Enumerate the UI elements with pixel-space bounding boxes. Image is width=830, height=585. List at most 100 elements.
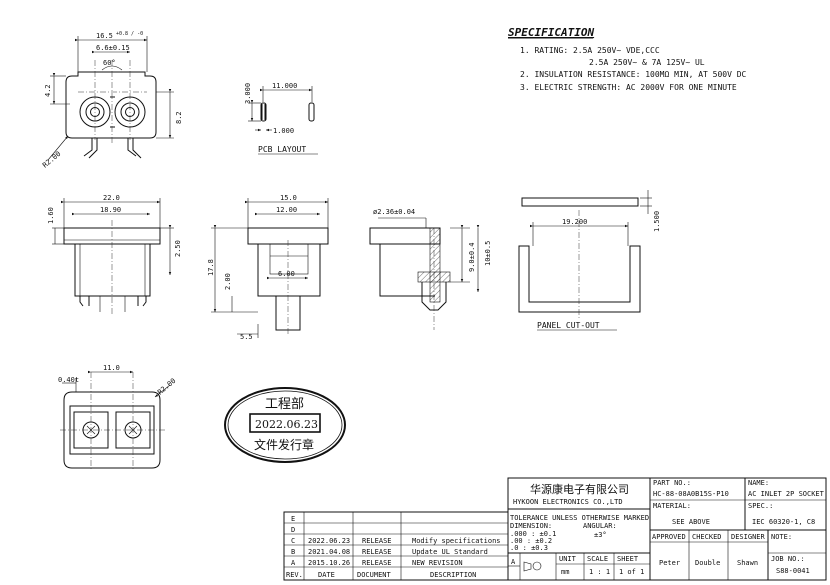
panel-dim-1-5: 1.500 [653, 211, 661, 232]
panel-cutout-label: PANEL CUT-OUT [537, 321, 600, 330]
rev-cell: E [291, 515, 295, 523]
name-value: AC INLET 2P SOCKET [748, 490, 825, 498]
side-view: 15.0 12.00 6.00 17.8 2.00 5.5 [207, 194, 329, 341]
top-view: 16.5 +0.8 / -0 6.6±0.15 60° 4.2 8.2 R2.0… [41, 31, 183, 170]
section-dim-dia: ø2.36±0.04 [373, 208, 415, 216]
tolerance-2dec: .00 : ±0.2 [510, 537, 552, 545]
projection-circle-icon [532, 561, 542, 571]
material-value: SEE ABOVE [672, 518, 710, 526]
date-cell: 2022.06.23 [308, 537, 350, 545]
dim-16-5-tol: +0.8 / -0 [116, 31, 143, 37]
side-dim-2: 2.00 [224, 273, 232, 290]
rev-header-description: DESCRIPTION [430, 571, 476, 579]
dim-4-2: 4.2 [44, 84, 52, 97]
approved-value: Peter [659, 559, 680, 567]
job-no-value: S88-0041 [776, 567, 810, 575]
stamp-label: 文件发行章 [254, 437, 314, 452]
panel-cutout-view: 19.200 1.500 PANEL CUT-OUT [518, 190, 661, 331]
dim-6-6: 6.6±0.15 [96, 44, 130, 52]
side-dim-5-5: 5.5 [240, 333, 253, 341]
part-no-value: HC-88-08A0B15S-P10 [653, 490, 729, 498]
company-name-en: HYKOON ELECTRONICS CO.,LTD [513, 498, 623, 506]
scale-label: SCALE [587, 555, 608, 563]
bottom-view: 11.0 0.40t R2.00 [58, 364, 177, 470]
date-cell: 2015.10.26 [308, 559, 350, 567]
job-no-label: JOB NO.: [771, 555, 805, 563]
bottom-dim-11: 11.0 [103, 364, 120, 372]
sheet-value: 1 of 1 [619, 568, 644, 576]
side-dim-15: 15.0 [280, 194, 297, 202]
stamp-date: 2022.06.23 [255, 418, 318, 431]
dim-8-2: 8.2 [175, 111, 183, 124]
spec-title: SPECIFICATION [508, 26, 594, 39]
description-cell: Update UL Standard [412, 548, 488, 556]
document-cell: RELEASE [362, 537, 392, 545]
release-stamp: 工程部 2022.06.23 文件发行章 [224, 387, 346, 463]
tolerance-heading: TOLERANCE UNLESS OTHERWISE MARKED [510, 514, 649, 522]
checked-value: Double [695, 559, 720, 567]
section-dim-10: 10±0.5 [484, 241, 492, 266]
side-dim-12: 12.00 [276, 206, 297, 214]
rev-cell: B [291, 548, 295, 556]
side-dim-17-8: 17.8 [207, 259, 215, 276]
section-dim-9: 9.0±0.4 [468, 242, 476, 272]
approved-label: APPROVED [652, 533, 686, 541]
rev-cell: A [291, 559, 296, 567]
description-cell: Modify specifications [412, 537, 501, 545]
pcb-dim-1: 1.000 [273, 127, 294, 135]
tolerance-1dec: .0 : ±0.3 [510, 544, 548, 552]
rev-cell: C [291, 537, 295, 545]
projection-symbol-a: A [511, 558, 516, 566]
specification-block: SPECIFICATION 1. RATING: 2.5A 250V~ VDE,… [508, 26, 747, 92]
document-cell: RELEASE [362, 559, 392, 567]
spec-value: IEC 60320-1, C8 [752, 518, 815, 526]
side-dim-6: 6.00 [278, 270, 295, 278]
pcb-dim-11: 11.000 [272, 82, 297, 90]
rev-header-date: DATE [318, 571, 335, 579]
designer-label: DESIGNER [731, 533, 766, 541]
bottom-dim-0-4: 0.40t [58, 376, 79, 384]
spec-line-3: 3. ELECTRIC STRENGTH: AC 2000V FOR ONE M… [520, 83, 737, 92]
tolerance-angular-label: ANGULAR: [583, 522, 617, 530]
unit-label: UNIT [559, 555, 577, 563]
spec-line-1b: 2.5A 250V~ & 7A 125V~ UL [589, 58, 705, 67]
stamp-dept: 工程部 [265, 397, 304, 412]
front-dim-18-9: 18.90 [100, 206, 121, 214]
rev-header-rev: REV. [286, 571, 303, 579]
rev-cell: D [291, 526, 295, 534]
dim-60deg: 60° [103, 59, 116, 67]
radius-r2-top: R2.00 [41, 150, 62, 170]
section-view: ø2.36±0.04 9.0±0.4 10±0.5 [369, 208, 492, 330]
date-cell: 2021.04.08 [308, 548, 350, 556]
dim-16-5: 16.5 [96, 32, 113, 40]
pcb-layout-view: 11.000 3.000 1.000 PCB LAYOUT [244, 82, 318, 155]
designer-value: Shawn [737, 559, 758, 567]
document-cell: RELEASE [362, 548, 392, 556]
material-label: MATERIAL: [653, 502, 691, 510]
front-dim-1-6: 1.60 [47, 207, 55, 224]
radius-r2-bottom: R2.00 [156, 377, 177, 397]
pcb-dim-3: 3.000 [244, 83, 252, 104]
unit-value: mm [561, 568, 569, 576]
part-no-label: PART NO.: [653, 479, 691, 487]
tolerance-angle: ±3° [594, 531, 607, 539]
company-name-cn: 华源康电子有限公司 [530, 482, 629, 496]
title-block: 华源康电子有限公司 HYKOON ELECTRONICS CO.,LTD TOL… [507, 477, 827, 581]
name-label: NAME: [748, 479, 769, 487]
front-view: 22.0 18.90 1.60 2.50 [47, 194, 182, 315]
tolerance-dimension-label: DIMENSION: [510, 522, 552, 530]
note-label: NOTE: [771, 533, 792, 541]
front-dim-2-5: 2.50 [174, 240, 182, 257]
spec-label: SPEC.: [748, 502, 773, 510]
projection-cone-icon [523, 561, 532, 572]
tolerance-3dec: .000 : ±0.1 [510, 530, 556, 538]
spec-line-1: 1. RATING: 2.5A 250V~ VDE,CCC [520, 46, 660, 55]
pcb-layout-label: PCB LAYOUT [258, 145, 306, 154]
scale-value: 1 : 1 [589, 568, 610, 576]
rev-header-document: DOCUMENT [357, 571, 392, 579]
sheet-label: SHEET [617, 555, 639, 563]
panel-dim-19-2: 19.200 [562, 218, 587, 226]
